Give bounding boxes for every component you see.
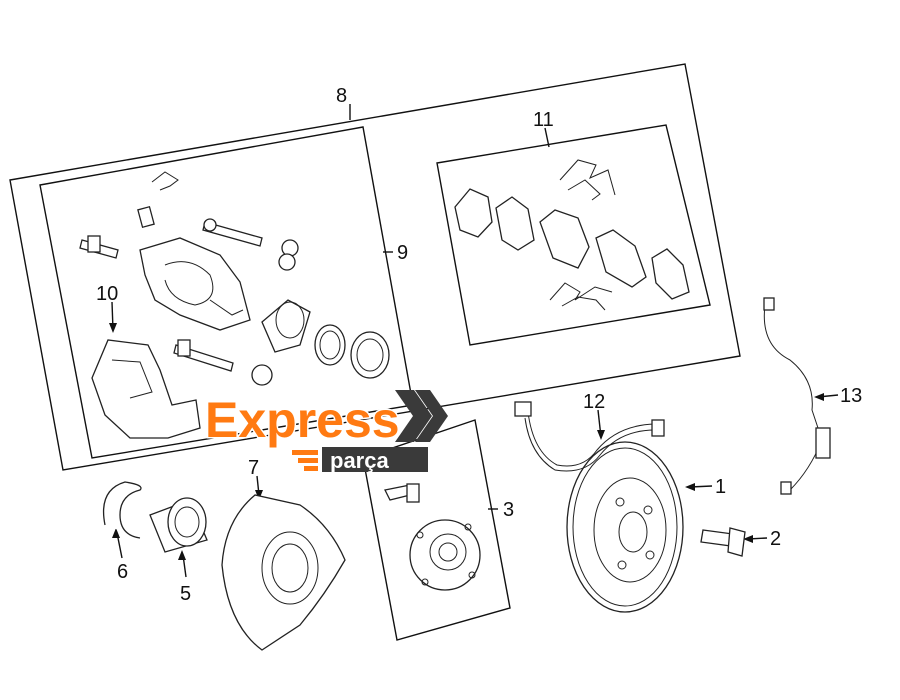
callout-1: 1 (715, 476, 726, 498)
callout-7: 7 (248, 457, 259, 479)
brake-disc (566, 441, 684, 613)
brake-pads (454, 159, 690, 311)
wheel-stud (700, 527, 746, 557)
wheel-hub (384, 483, 481, 591)
dust-shield (221, 494, 346, 651)
callout-13: 13 (840, 385, 862, 407)
abs-sensor-wire (763, 297, 831, 495)
callout-6: 6 (117, 561, 128, 583)
caliper-parts (79, 171, 390, 439)
logo-chevron-1 (395, 390, 432, 442)
leader-lines (109, 104, 839, 578)
callout-labels: 8 11 9 10 12 13 7 1 3 2 6 5 (96, 85, 862, 605)
bearing-and-snap-ring (102, 481, 208, 553)
callout-12: 12 (583, 391, 605, 413)
callout-8: 8 (336, 85, 347, 107)
callout-5: 5 (180, 583, 191, 605)
logo-brand: Express (205, 392, 400, 448)
express-parca-logo: Express parça (204, 390, 448, 473)
logo-sub: parça (330, 448, 389, 473)
callout-9: 9 (397, 242, 408, 264)
callout-11: 11 (533, 109, 554, 131)
brake-hose (514, 401, 665, 472)
box-8-caliper-assembly (9, 63, 741, 471)
callout-3: 3 (503, 499, 514, 521)
box-3-hub-assembly (362, 419, 511, 641)
logo-sub-bar (322, 447, 428, 472)
callout-10: 10 (96, 283, 118, 305)
logo-chevron-2 (415, 390, 448, 442)
callout-2: 2 (770, 528, 781, 550)
box-11-pad-kit (436, 124, 711, 346)
